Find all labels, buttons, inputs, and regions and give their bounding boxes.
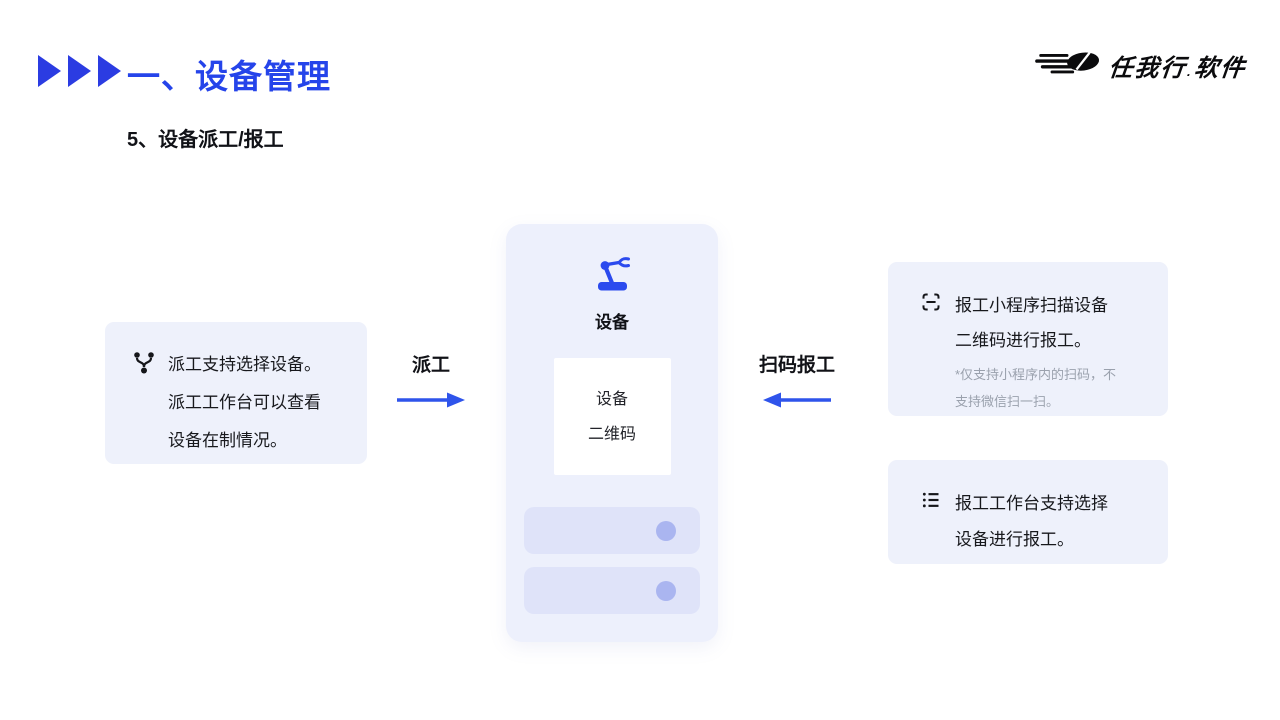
dispatch-info-panel: 派工支持选择设备。 派工工作台可以查看 设备在制情况。 <box>105 322 367 464</box>
dispatch-flow-label: 派工 <box>411 355 450 376</box>
list-icon <box>921 490 941 564</box>
scan-report-text: 报工小程序扫描设备 二维码进行报工。 *仅支持小程序内的扫码，不 支持微信扫一扫… <box>955 288 1116 416</box>
section-subtitle: 5、设备派工/报工 <box>127 129 284 151</box>
placeholder-row <box>524 507 700 554</box>
header-chevrons <box>38 55 121 87</box>
page-title: 一、设备管理 <box>127 58 331 95</box>
note-line: 支持微信扫一扫。 <box>955 394 1060 409</box>
arrow-right-icon <box>397 392 465 408</box>
scan-report-flow: 扫码报工 <box>754 350 840 409</box>
machine-card-label: 设备 <box>595 313 629 332</box>
scan-icon <box>921 292 941 416</box>
placeholder-row <box>524 567 700 614</box>
chevron-right-icon <box>98 55 121 87</box>
workbench-report-text: 报工工作台支持选择 设备进行报工。 <box>955 486 1108 564</box>
text-line: 二维码进行报工。 <box>955 331 1091 350</box>
text-line: 派工支持选择设备。 <box>168 355 321 374</box>
machine-card: 设备 设备 二维码 <box>506 224 718 642</box>
placeholder-dot <box>656 520 676 541</box>
placeholder-dot <box>656 580 676 601</box>
speed-swoosh-icon <box>1035 48 1101 83</box>
text-line: 设备在制情况。 <box>168 431 287 450</box>
robot-arm-icon <box>592 256 632 297</box>
dispatch-info-text: 派工支持选择设备。 派工工作台可以查看 设备在制情况。 <box>168 346 321 464</box>
arrow-left-icon <box>763 392 831 408</box>
qr-box-line: 设备 <box>595 390 628 408</box>
chevron-right-icon <box>68 55 91 87</box>
text-line: 设备进行报工。 <box>955 530 1074 549</box>
brand-name: 任我行.软件 <box>1107 55 1249 82</box>
text-line: 报工小程序扫描设备 <box>955 296 1108 315</box>
qr-box-line: 二维码 <box>587 425 636 443</box>
scan-report-panel: 报工小程序扫描设备 二维码进行报工。 *仅支持小程序内的扫码，不 支持微信扫一扫… <box>888 262 1168 416</box>
text-line: 报工工作台支持选择 <box>955 494 1108 513</box>
placeholder-rows <box>524 507 700 614</box>
chevron-right-icon <box>38 55 61 87</box>
text-line: 派工工作台可以查看 <box>168 393 321 412</box>
branch-split-icon <box>133 350 155 464</box>
scan-report-flow-label: 扫码报工 <box>758 355 835 376</box>
device-qr-box: 设备 二维码 <box>553 358 671 475</box>
note-line: *仅支持小程序内的扫码，不 <box>955 367 1117 382</box>
scan-report-note: *仅支持小程序内的扫码，不 支持微信扫一扫。 <box>955 361 1116 415</box>
brand-logo: 任我行.软件 <box>1035 48 1249 83</box>
workbench-report-panel: 报工工作台支持选择 设备进行报工。 <box>888 460 1168 564</box>
dispatch-flow: 派工 <box>392 350 470 409</box>
